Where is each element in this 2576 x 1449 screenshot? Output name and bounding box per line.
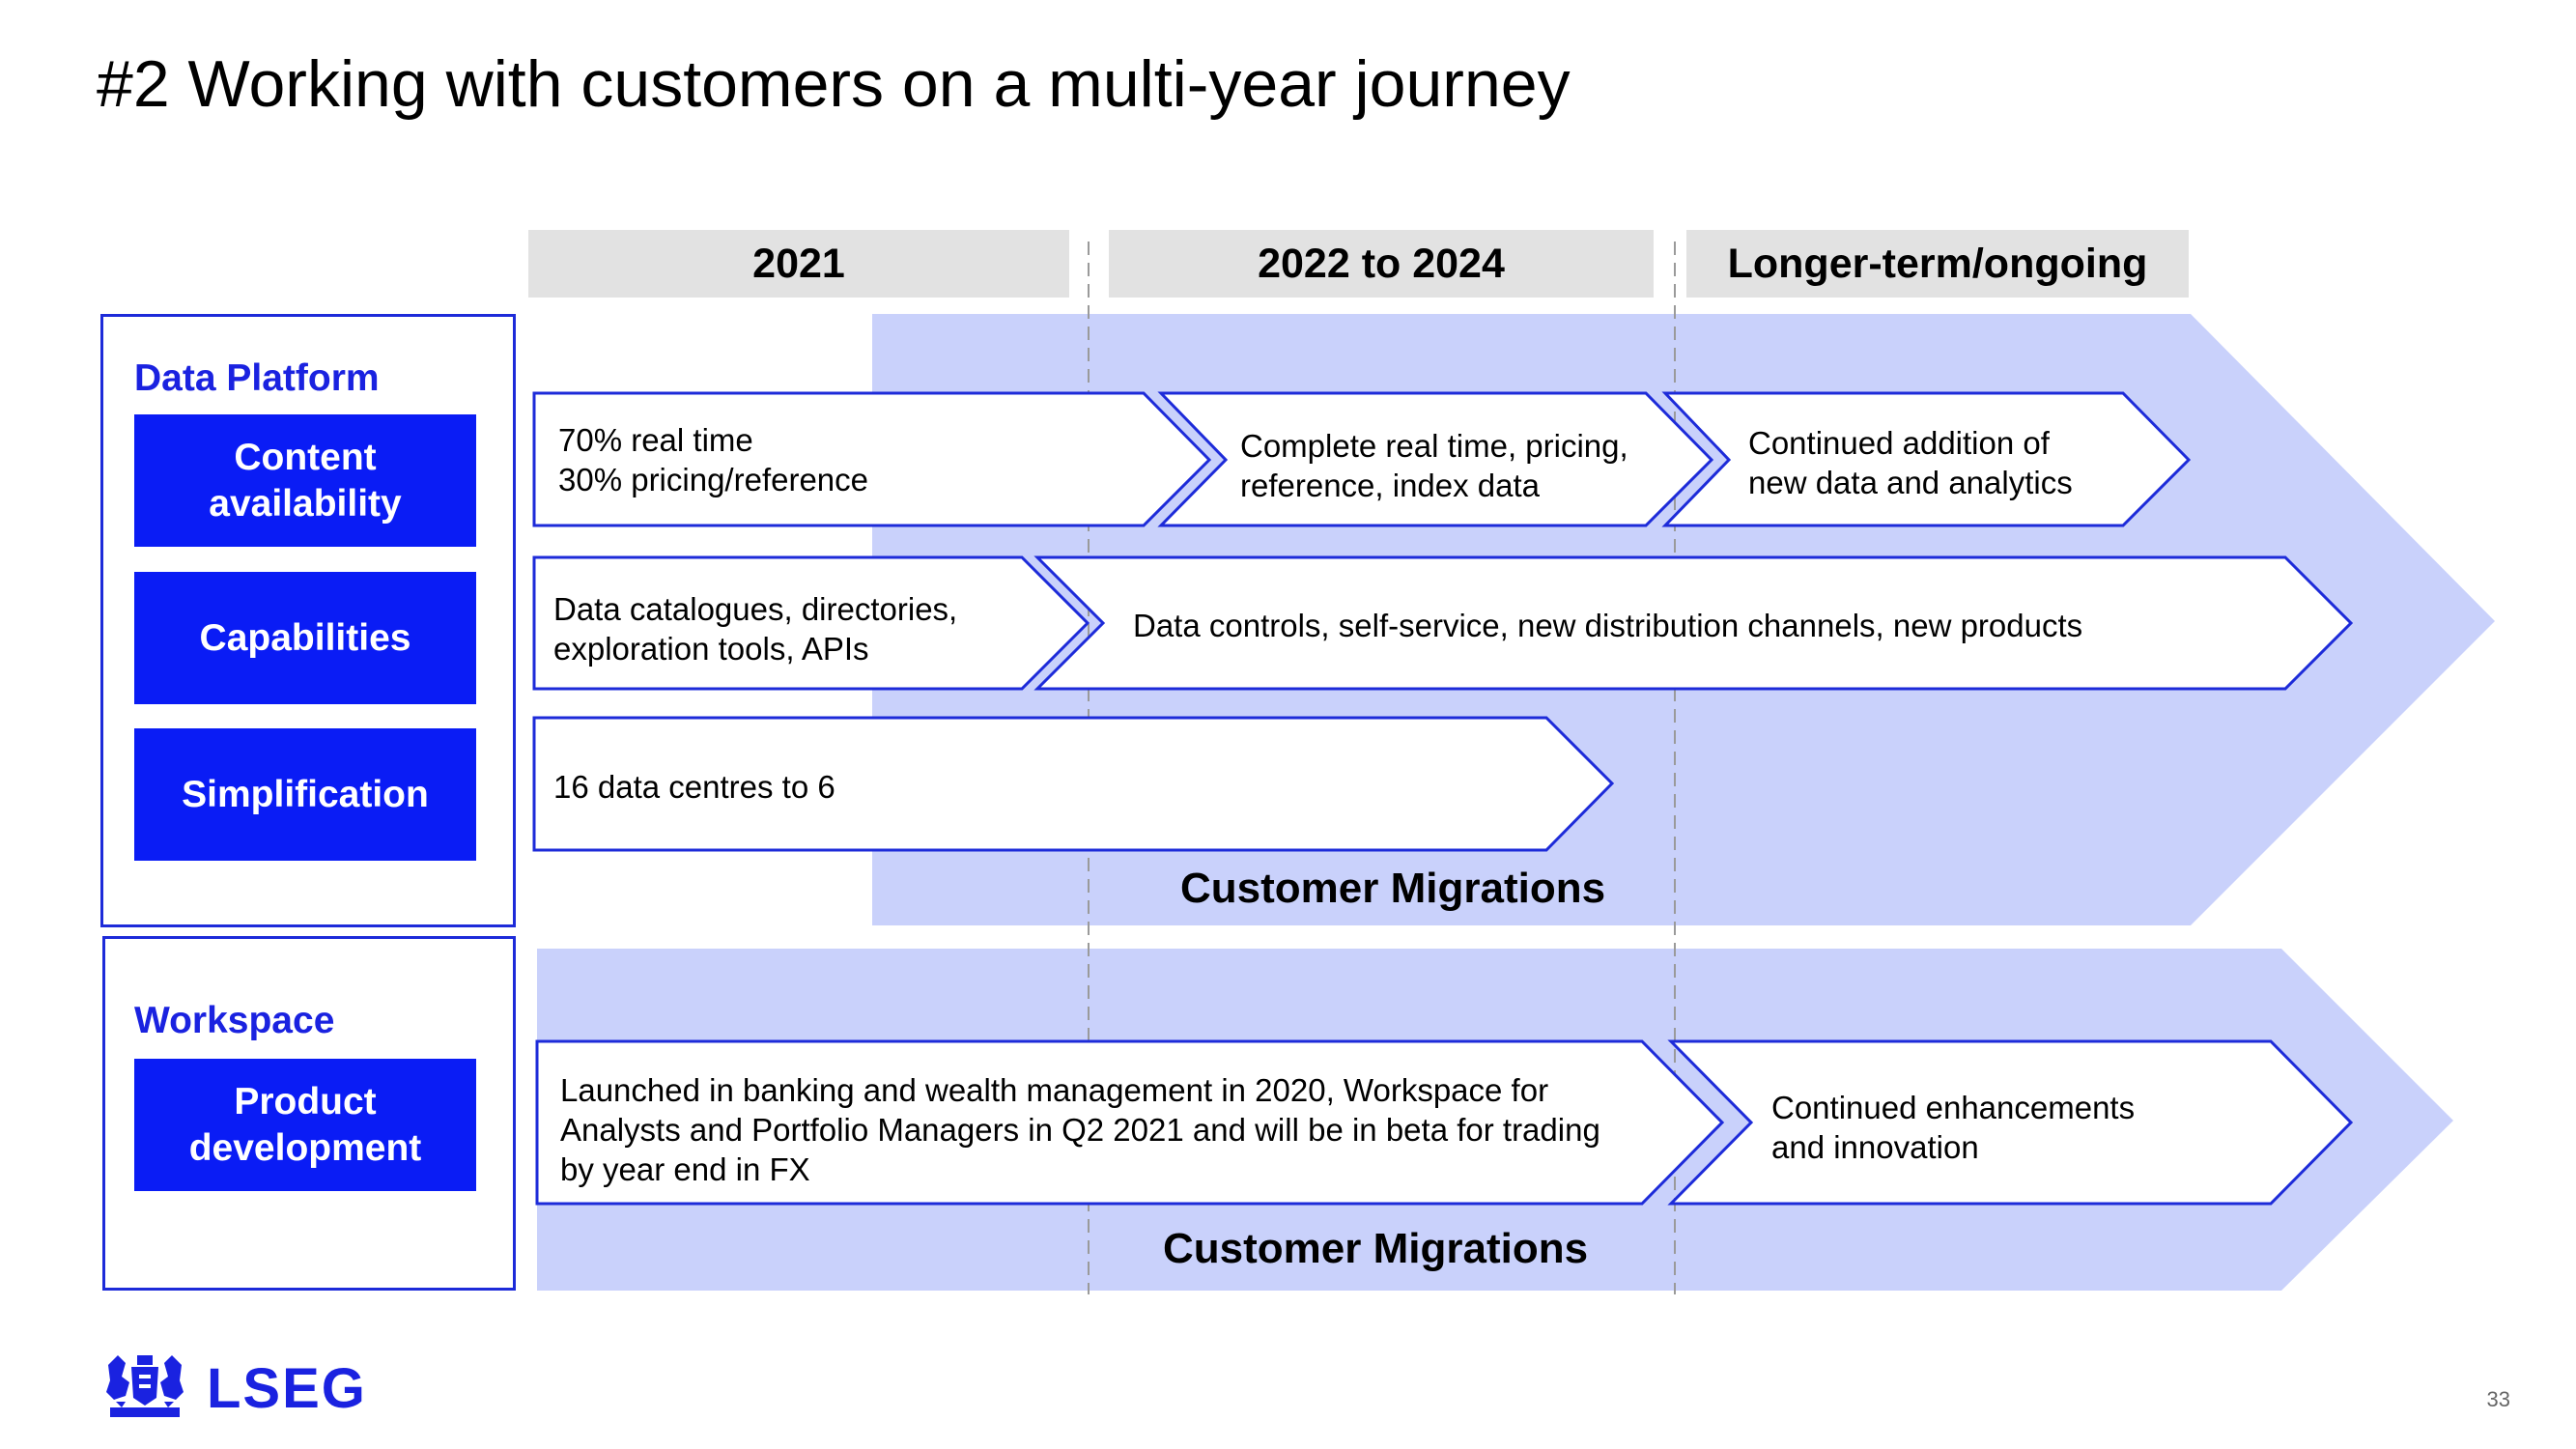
column-header-2022-2024: 2022 to 2024 bbox=[1109, 230, 1654, 298]
step-arrow bbox=[1667, 1039, 2354, 1206]
box-label: Product development bbox=[188, 1080, 422, 1169]
page-title: #2 Working with customers on a multi-yea… bbox=[97, 47, 1571, 121]
capabilities-box: Capabilities bbox=[134, 572, 476, 704]
step-arrow bbox=[532, 391, 1212, 527]
simplification-box: Simplification bbox=[134, 728, 476, 861]
step-arrow bbox=[532, 555, 1090, 691]
step-arrow bbox=[532, 716, 1615, 852]
column-header-longer-term: Longer-term/ongoing bbox=[1686, 230, 2189, 298]
data-platform-label: Data Platform bbox=[134, 357, 380, 399]
step-text: 70% real time 30% pricing/reference bbox=[558, 422, 869, 497]
column-header-label: 2021 bbox=[752, 240, 845, 287]
logo-text: LSEG bbox=[207, 1357, 367, 1420]
product-development-box: Product development bbox=[134, 1059, 476, 1191]
lseg-crest-icon bbox=[97, 1348, 193, 1430]
column-header-2021: 2021 bbox=[528, 230, 1069, 298]
customer-migrations-label: Customer Migrations bbox=[1180, 865, 1606, 912]
step-arrow bbox=[535, 1039, 1725, 1206]
step-text: Continued addition of new data and analy… bbox=[1748, 425, 2073, 500]
step-text: Data controls, self-service, new distrib… bbox=[1133, 608, 2083, 643]
column-header-label: 2022 to 2024 bbox=[1258, 240, 1505, 287]
step-arrow bbox=[1157, 391, 1714, 527]
page-number: 33 bbox=[2486, 1387, 2510, 1411]
step-text: Launched in banking and wealth managemen… bbox=[560, 1072, 1600, 1187]
box-label: Content availability bbox=[209, 436, 402, 525]
step-text: 16 data centres to 6 bbox=[553, 769, 835, 805]
lseg-logo: LSEG bbox=[97, 1348, 367, 1430]
step-text: Data catalogues, directories, exploratio… bbox=[553, 591, 958, 667]
step-text: Continued enhancements and innovation bbox=[1771, 1090, 2136, 1165]
step-arrow bbox=[1033, 555, 2354, 691]
customer-migrations-label: Customer Migrations bbox=[1163, 1225, 1589, 1272]
step-arrow bbox=[1661, 391, 2192, 527]
column-header-label: Longer-term/ongoing bbox=[1727, 240, 2148, 287]
step-text: Complete real time, pricing, reference, … bbox=[1240, 428, 1628, 503]
workspace-label: Workspace bbox=[134, 1000, 335, 1041]
content-availability-box: Content availability bbox=[134, 414, 476, 547]
box-label: Simplification bbox=[182, 773, 429, 815]
box-label: Capabilities bbox=[199, 616, 411, 659]
